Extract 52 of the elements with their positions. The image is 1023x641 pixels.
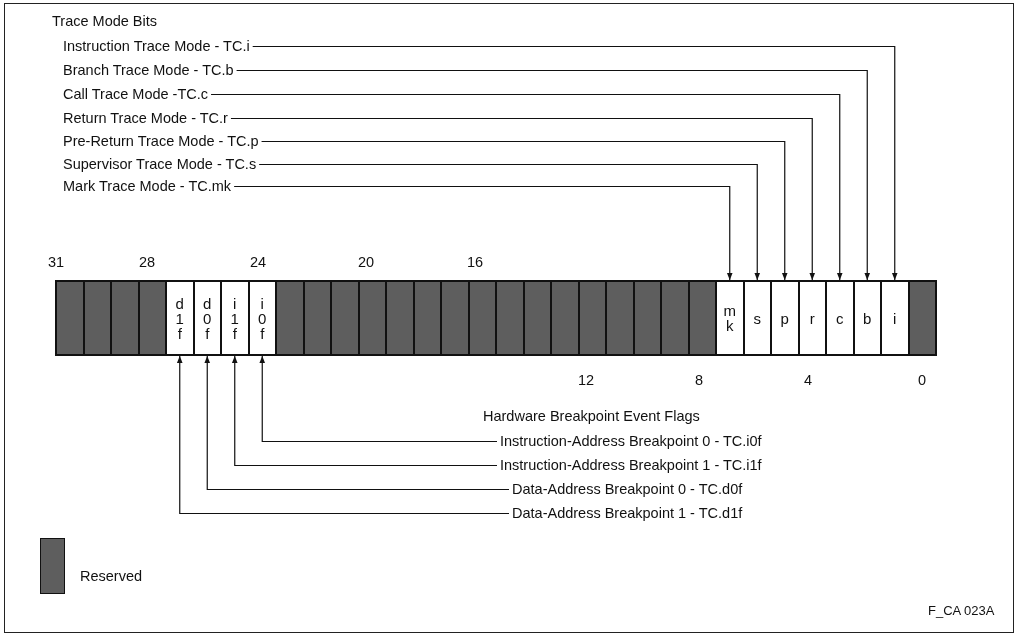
leader-arrow [233,185,733,281]
reserved-bit-cell [660,280,690,356]
leader-arrow [260,140,788,281]
reserved-bit-cell [495,280,525,356]
trace-mode-label: Instruction Trace Mode - TC.i [63,38,250,55]
bit-field-cell: i 1 f [220,280,250,356]
leader-arrow [252,45,898,281]
leader-arrow [230,117,816,281]
trace-mode-label: Branch Trace Mode - TC.b [63,62,234,79]
bit-field-cell: m k [715,280,745,356]
bit-field-cell: p [770,280,800,356]
section-heading: Hardware Breakpoint Event Flags [483,408,700,425]
trace-mode-label: Pre-Return Trace Mode - TC.p [63,133,259,150]
bit-number: 4 [804,372,813,389]
legend-label: Reserved [80,568,143,585]
bit-number: 20 [358,254,375,271]
leader-arrow [236,69,871,281]
reserved-bit-cell [550,280,580,356]
bit-number: 16 [467,254,484,271]
reserved-bit-cell [605,280,635,356]
breakpoint-flag-label: Data-Address Breakpoint 1 - TC.d1f [512,505,743,522]
breakpoint-flag-label: Data-Address Breakpoint 0 - TC.d0f [512,481,743,498]
reserved-bit-cell [110,280,140,356]
bit-number: 0 [918,372,927,389]
reserved-bit-cell [275,280,305,356]
leader-arrow [176,355,510,515]
breakpoint-flag-label: Instruction-Address Breakpoint 0 - TC.i0f [500,433,762,450]
breakpoint-flag-label: Instruction-Address Breakpoint 1 - TC.i1f [500,457,762,474]
leader-arrow [231,355,498,467]
section-heading: Trace Mode Bits [52,13,158,30]
reserved-bit-cell [907,280,937,356]
bit-field-cell: i [880,280,910,356]
figure-code: F_CA 023A [928,602,995,619]
bit-number: 24 [250,254,267,271]
leader-arrow [258,163,761,281]
bit-number: 31 [48,254,65,271]
trace-mode-label: Return Trace Mode - TC.r [63,110,228,127]
trace-mode-label: Supervisor Trace Mode - TC.s [63,156,257,173]
bit-field-cell: c [825,280,855,356]
leader-arrow [204,355,510,491]
leader-arrow [210,93,843,281]
leader-arrow [259,355,498,443]
bit-number: 12 [578,372,595,389]
reserved-bit-cell [440,280,470,356]
trace-mode-label: Mark Trace Mode - TC.mk [63,178,232,195]
reserved-bit-cell [55,280,85,356]
trace-mode-label: Call Trace Mode -TC.c [63,86,209,103]
bit-field-cell: d 1 f [165,280,195,356]
bit-number: 28 [139,254,156,271]
reserved-bit-cell [330,280,360,356]
reserved-bit-cell [385,280,415,356]
bit-number: 8 [695,372,704,389]
